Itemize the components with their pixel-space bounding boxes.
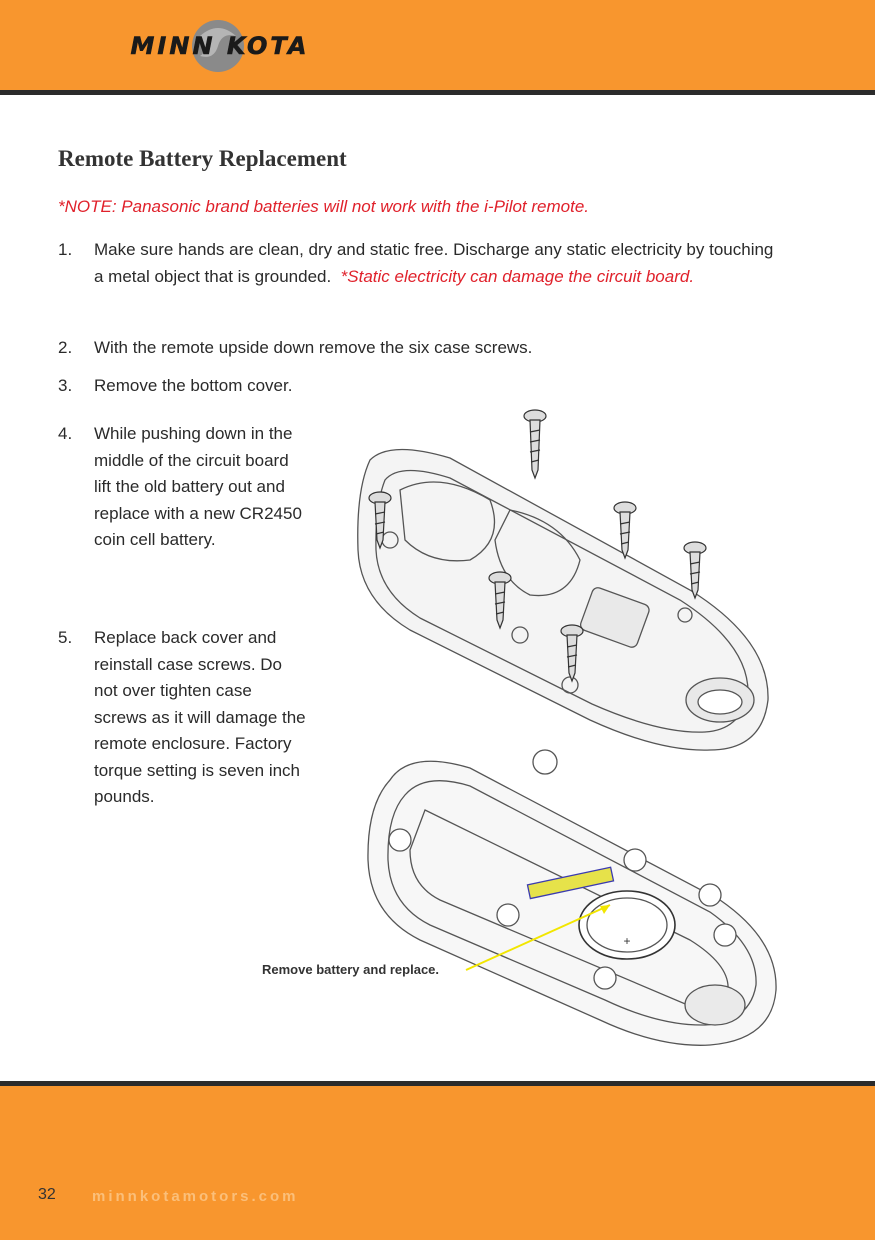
case-screws bbox=[368, 409, 707, 683]
step-number: 2. bbox=[58, 338, 73, 357]
step-3: 3. Remove the bottom cover. bbox=[58, 373, 778, 400]
remote-exploded-illustration: + bbox=[357, 409, 777, 1046]
website-url: minnkotamotors.com bbox=[92, 1188, 299, 1205]
footer-rule bbox=[0, 1081, 875, 1086]
battery-note: *NOTE: Panasonic brand batteries will no… bbox=[58, 197, 590, 216]
header-rule bbox=[0, 90, 875, 95]
minn-kota-logo: MINN KOTA bbox=[130, 20, 310, 72]
step-number: 3. bbox=[58, 376, 73, 395]
remote-top-case bbox=[357, 448, 769, 751]
page-title: Remote Battery Replacement bbox=[58, 146, 347, 171]
step-text: Make sure hands are clean, dry and stati… bbox=[94, 240, 774, 286]
step-number: 5. bbox=[58, 628, 73, 647]
step-body: Make sure hands are clean, dry and stati… bbox=[94, 237, 784, 290]
svg-text:MINN KOTA: MINN KOTA bbox=[131, 32, 310, 60]
step-5: 5. Replace back cover and reinstall case… bbox=[58, 625, 318, 845]
step-number: 1. bbox=[58, 240, 73, 259]
footer-band bbox=[0, 1086, 875, 1240]
step-4: 4. While pushing down in the middle of t… bbox=[58, 421, 318, 611]
illustration-caption: Remove battery and replace. bbox=[262, 962, 440, 977]
svg-text:+: + bbox=[623, 934, 630, 948]
step-text: Replace back cover and reinstall case sc… bbox=[94, 628, 306, 806]
static-warning: *Static electricity can damage the circu… bbox=[340, 266, 695, 286]
header-band bbox=[0, 0, 875, 90]
step-1: 1. Make sure hands are clean, dry and st… bbox=[58, 237, 778, 317]
coin-cell-battery bbox=[578, 890, 676, 960]
page-number: 32 bbox=[38, 1186, 56, 1203]
step-2: 2. With the remote upside down remove th… bbox=[58, 335, 778, 362]
step-number: 4. bbox=[58, 424, 73, 443]
step-text: Remove the bottom cover. bbox=[94, 376, 293, 395]
step-text: While pushing down in the middle of the … bbox=[94, 424, 302, 549]
step-text: With the remote upside down remove the s… bbox=[94, 338, 533, 357]
